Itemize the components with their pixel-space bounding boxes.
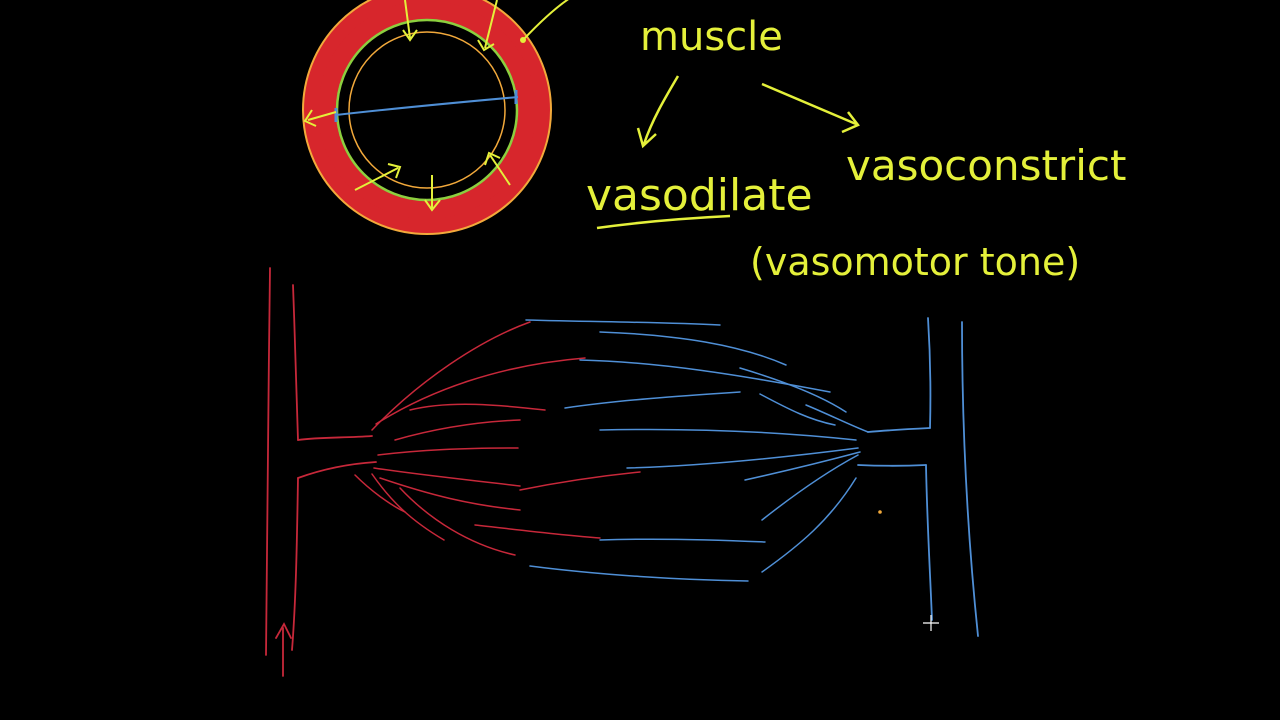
venous-capillaries — [525, 319, 869, 582]
label-vasoconstrict: vasoconstrict — [846, 141, 1126, 190]
wall-arrows — [303, 0, 511, 212]
vessel-cross-section — [302, 0, 569, 235]
vessel-red-fill — [318, 1, 536, 219]
annotations: muscle vasodilate vasoconstrict (vasomot… — [586, 14, 1126, 284]
capillary-bed — [265, 267, 979, 677]
arteriole-left-wall — [265, 267, 271, 656]
label-muscle: muscle — [640, 14, 783, 60]
venule — [857, 317, 979, 637]
venule-right-wall — [961, 321, 979, 637]
label-vasomotor-tone: (vasomotor tone) — [750, 240, 1080, 284]
arrow-bottom-right-inward — [484, 151, 511, 186]
flow-arrow — [275, 622, 292, 677]
vessel-outer-outline — [302, 0, 552, 235]
arteriole-right-wall-upper — [292, 284, 299, 441]
lumen-diameter-line — [335, 96, 519, 116]
arteriole — [265, 267, 377, 677]
arterial-capillaries — [354, 321, 641, 556]
arrow-top-right-inward — [477, 0, 498, 52]
vessel-lumen-outline — [348, 31, 506, 189]
arteriole-right-wall-lower — [291, 477, 299, 651]
arteriole-branch-top — [297, 435, 373, 441]
venule-branch-bottom — [857, 464, 927, 467]
venule-left-wall-lower — [925, 464, 933, 621]
pointer-to-muscle-line — [522, 0, 569, 41]
arrow-bottom-outward — [424, 175, 441, 212]
arrow-left-outward — [303, 109, 337, 127]
arrow-top-inward — [402, 0, 418, 42]
arrow-to-vasodilate — [636, 75, 680, 149]
vessel-outer-wall — [303, 0, 551, 234]
label-vasodilate: vasodilate — [586, 170, 813, 221]
venule-branch-top — [867, 427, 931, 433]
crosshair-cursor-icon — [923, 615, 939, 631]
arteriole-branch-bottom — [297, 461, 377, 479]
pointer-dot — [520, 37, 526, 43]
vasodilate-underline — [596, 214, 731, 230]
arrow-to-vasoconstrict — [761, 82, 860, 134]
stray-dot — [878, 510, 882, 514]
annotation-arrows — [596, 75, 860, 230]
venule-left-wall-upper — [927, 317, 932, 429]
arrow-bottom-left-inward — [354, 163, 402, 191]
